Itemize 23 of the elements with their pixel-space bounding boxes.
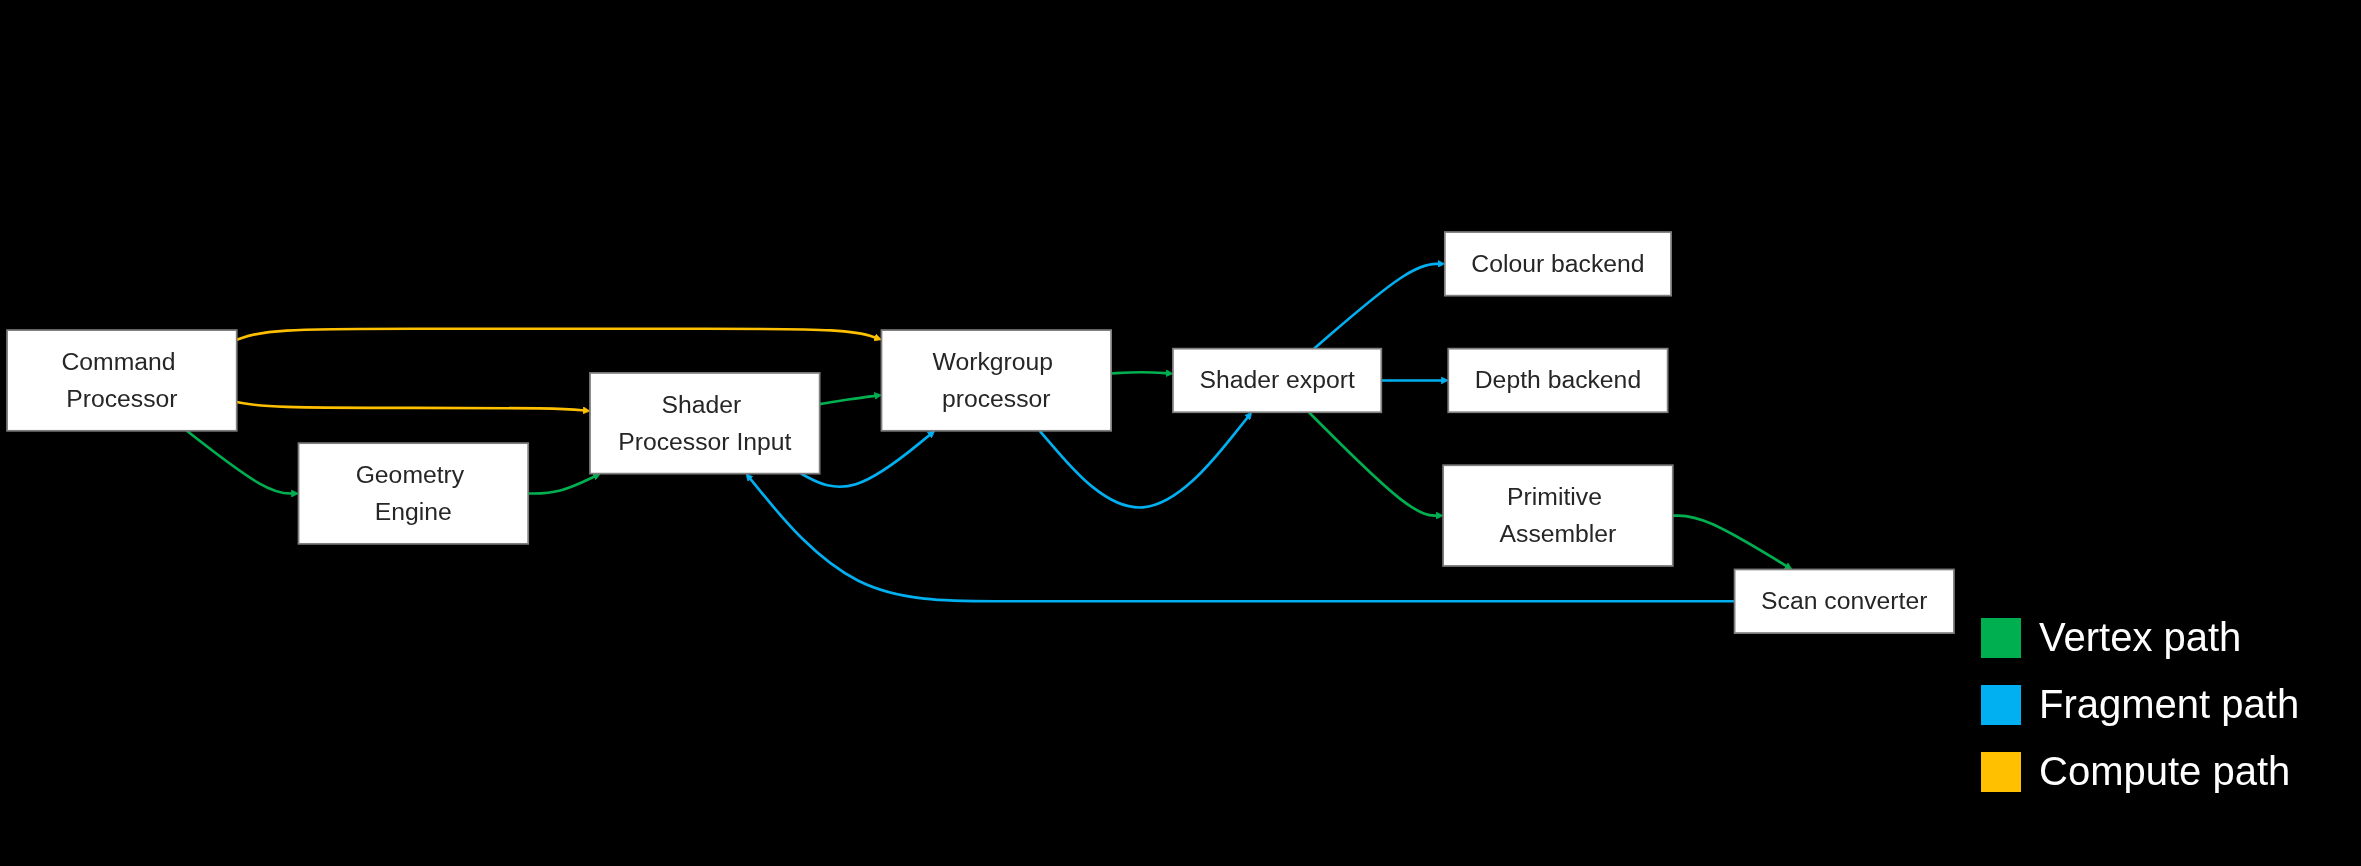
- legend-label: Vertex path: [2039, 615, 2242, 660]
- node-box: Shader Processor Input: [589, 372, 821, 475]
- arrow: [1672, 514, 1793, 571]
- node-box: Command Processor: [6, 329, 238, 433]
- node-box: Colour backend: [1443, 231, 1672, 297]
- node-box: Primitive Assembler: [1442, 464, 1674, 568]
- arrow: [185, 430, 299, 498]
- arrow: [745, 473, 1735, 604]
- node-box: Geometry Engine: [297, 442, 530, 546]
- node-box: Shader export: [1172, 348, 1383, 414]
- node-box: Depth backend: [1447, 348, 1669, 414]
- arrow: [800, 430, 936, 489]
- arrow: [1381, 377, 1449, 385]
- legend-label: Fragment path: [2039, 682, 2300, 727]
- arrow: [819, 392, 882, 406]
- node-box: Scan converter: [1733, 569, 1955, 635]
- arrow: [1038, 412, 1253, 510]
- legend-label: Compute path: [2039, 749, 2291, 794]
- arrow: [236, 401, 591, 415]
- arrow: [528, 473, 601, 496]
- arrow: [236, 327, 882, 342]
- arrow: [1307, 411, 1444, 520]
- node-box: Workgroup processor: [880, 329, 1112, 433]
